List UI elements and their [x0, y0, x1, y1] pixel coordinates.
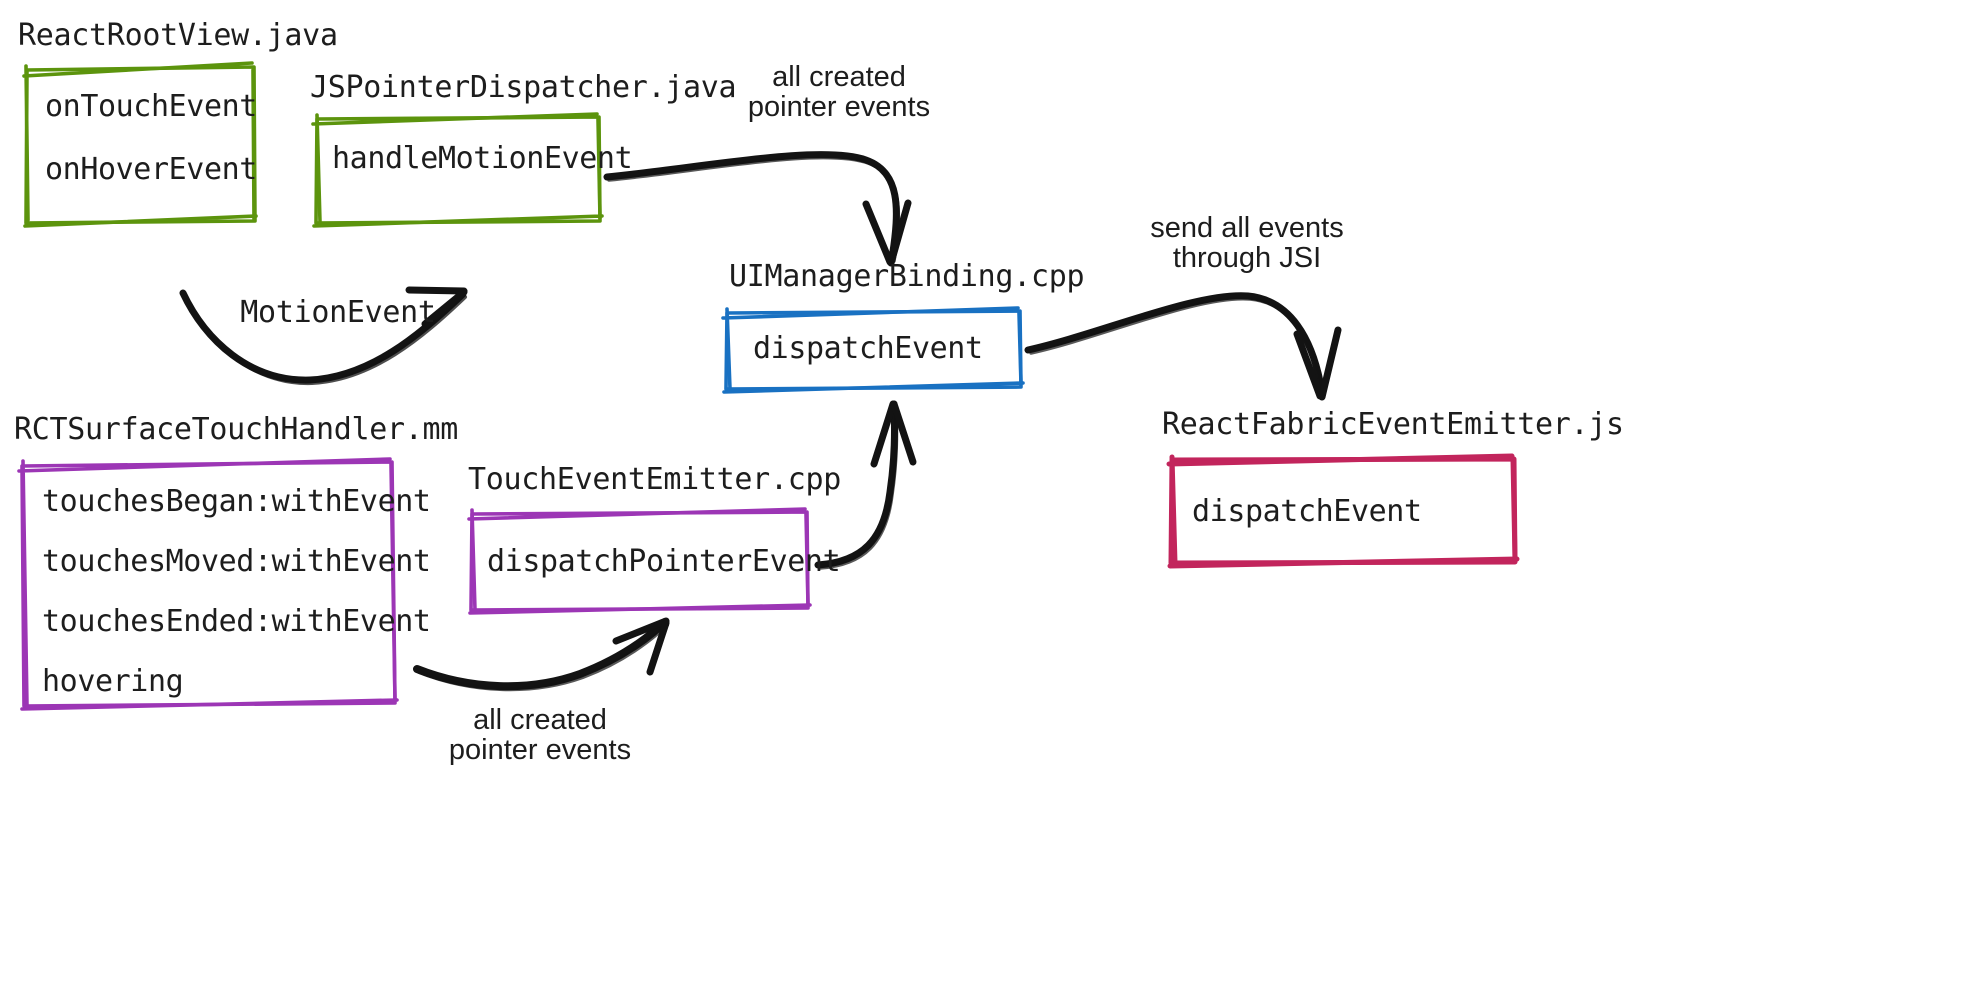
method-touches-ended: touchesEnded:withEvent [42, 604, 431, 639]
node-react-root-view[interactable]: onTouchEvent onHoverEvent [27, 67, 257, 223]
file-label-ui-manager-binding: UIManagerBinding.cpp [729, 259, 1085, 294]
arrow-ios-pointer-events [413, 617, 670, 692]
file-label-react-root-view: ReactRootView.java [18, 18, 338, 53]
method-on-hover-event: onHoverEvent [45, 152, 257, 187]
method-handle-motion-event: handleMotionEvent [332, 141, 633, 176]
file-label-touch-event-emitter: TouchEventEmitter.cpp [468, 462, 841, 497]
method-on-touch-event: onTouchEvent [45, 89, 257, 124]
edge-label-jsi-events: send all events through JSI [1150, 212, 1344, 275]
method-dispatch-pointer-event: dispatchPointerEvent [487, 544, 841, 579]
method-dispatch-event-js: dispatchEvent [1192, 494, 1422, 529]
method-touches-moved: touchesMoved:withEvent [42, 544, 431, 579]
arrow-android-pointer-events [603, 151, 912, 267]
edge-label-motion-event: MotionEvent [240, 295, 436, 330]
edge-label-ios-pointer-events: all created pointer events [448, 704, 632, 767]
arrow-jsi-events [1024, 292, 1342, 401]
edge-label-android-pointer-events: all created pointer events [747, 61, 931, 124]
node-touch-event-emitter[interactable]: dispatchPointerEvent [472, 512, 841, 610]
node-rct-surface-touch-handler[interactable]: touchesBegan:withEvent touchesMoved:with… [22, 462, 431, 706]
node-react-fabric-event-emitter[interactable]: dispatchEvent [1172, 459, 1515, 563]
method-hovering: hovering [42, 664, 184, 699]
node-js-pointer-dispatcher[interactable]: handleMotionEvent [317, 117, 633, 223]
method-touches-began: touchesBegan:withEvent [42, 484, 431, 519]
file-label-react-fabric-event-emitter: ReactFabricEventEmitter.js [1162, 407, 1624, 442]
method-dispatch-event-cpp: dispatchEvent [753, 331, 983, 366]
node-ui-manager-binding[interactable]: dispatchEvent [727, 311, 1021, 389]
file-label-js-pointer-dispatcher: JSPointerDispatcher.java [310, 70, 737, 105]
file-label-rct-surface-touch-handler: RCTSurfaceTouchHandler.mm [14, 412, 459, 447]
